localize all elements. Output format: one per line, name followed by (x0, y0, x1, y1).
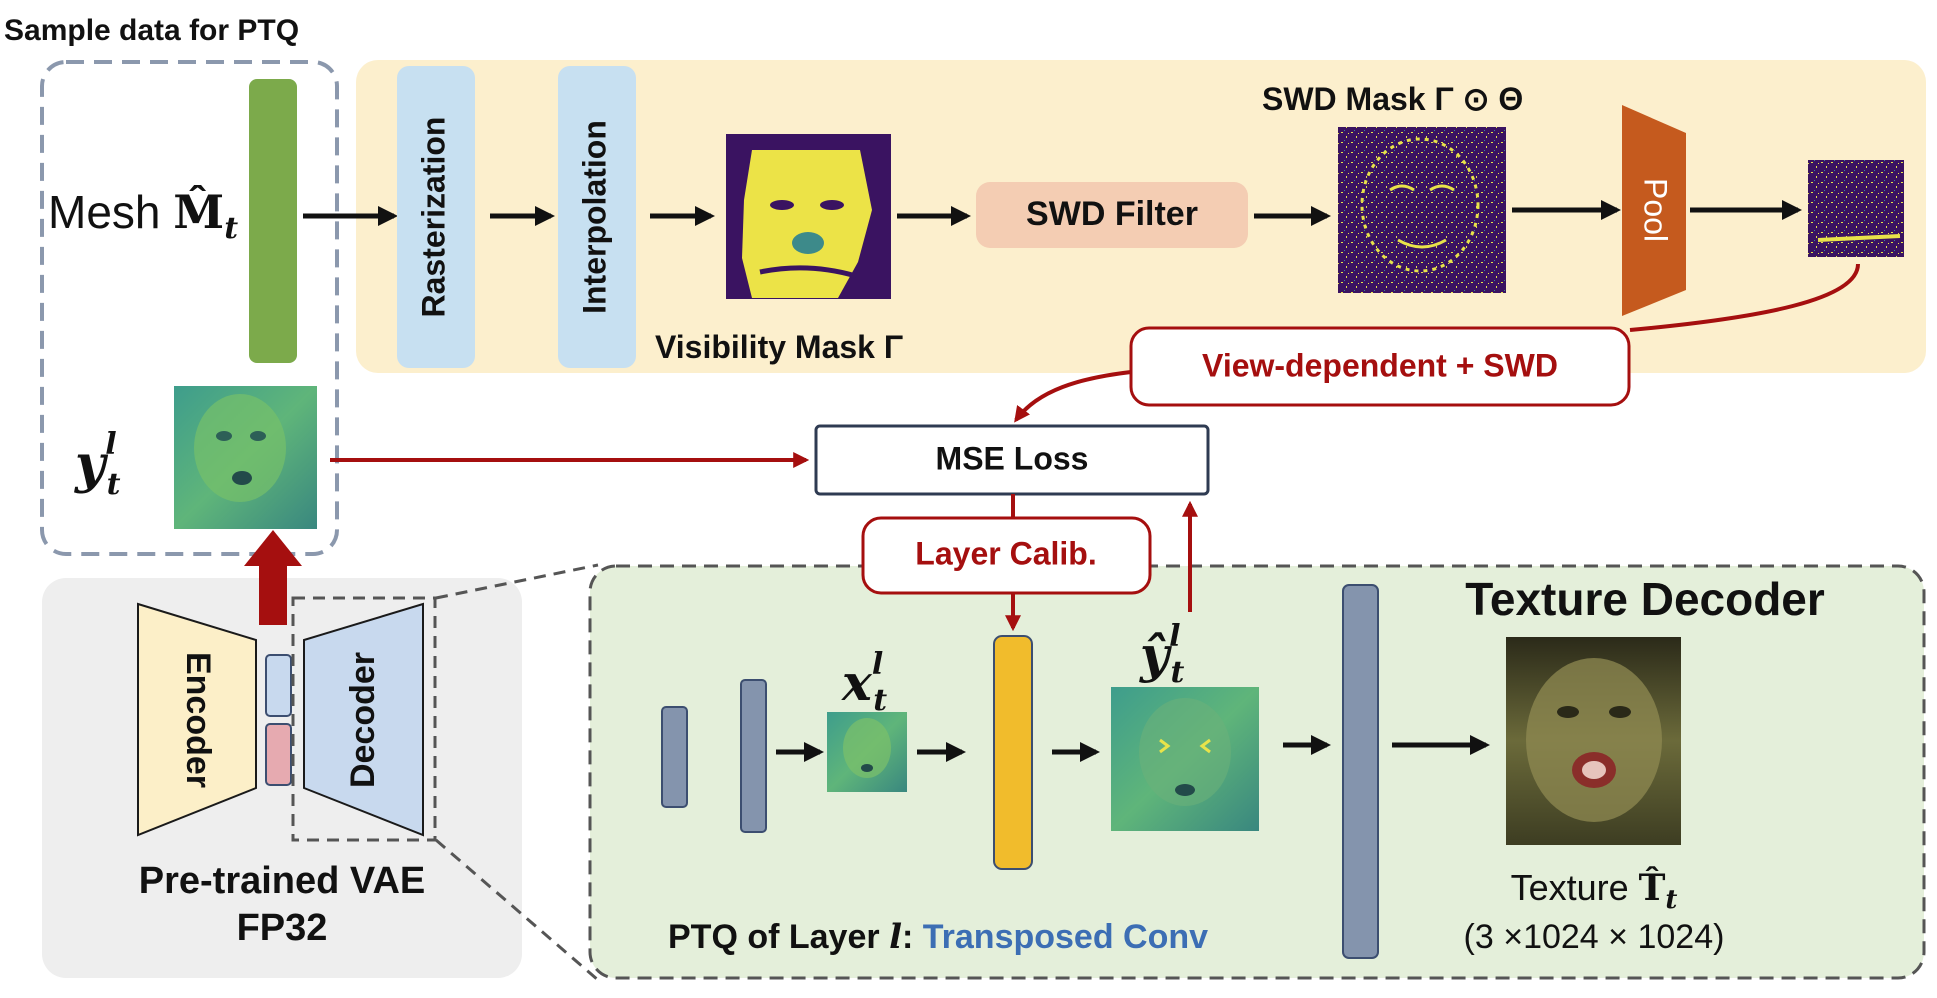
rasterization-label: Rasterization (415, 117, 451, 318)
mse-loss-label: MSE Loss (936, 440, 1089, 476)
layer-calib-label: Layer Calib. (915, 535, 1096, 571)
vae-caption-line1: Pre-trained VAE (139, 860, 425, 902)
latent-box-blue (265, 654, 292, 717)
view-dependent-label: View-dependent + SWD (1202, 347, 1558, 383)
texture-output-image (1506, 637, 1681, 845)
swd-filter-label: SWD Filter (1026, 195, 1198, 233)
encoder-label: Encoder (179, 652, 217, 788)
texture-dimensions: (3 ×1024 × 1024) (1464, 918, 1725, 956)
y-target-face-image (174, 386, 317, 529)
decoder-label: Decoder (344, 652, 382, 788)
ptq-caption: PTQ of Layer l: Transposed Conv (668, 917, 1208, 957)
visibility-mask-image (726, 134, 891, 299)
transposed-conv-layer-bar (993, 635, 1033, 870)
zoom-line-top (435, 563, 599, 600)
decoder-highlight-box (291, 596, 437, 842)
texture-decoder-title: Texture Decoder (1465, 573, 1825, 625)
visibility-mask-label: Visibility Mask Γ (655, 329, 903, 365)
swd-mask-label: SWD Mask Γ ⊙ Θ (1262, 81, 1523, 117)
x-input-face-image (827, 712, 907, 792)
pool-block (1622, 105, 1686, 316)
curve-pooled-to-viewdep (1629, 263, 1860, 332)
red-up-arrow-shaft (259, 565, 287, 625)
swd-mask-image (1338, 127, 1506, 293)
vae-caption-line2: FP32 (237, 907, 328, 949)
mesh-label: Mesh M̂t (48, 185, 238, 246)
mesh-green-bar (249, 79, 297, 363)
layer-bar-medium (740, 679, 767, 833)
pool-label: Pool (1638, 178, 1674, 242)
y-hat-face-image (1111, 687, 1259, 831)
rasterization-box (397, 66, 475, 368)
zoom-line-bottom (435, 838, 599, 982)
layer-bar-small (661, 706, 688, 808)
decoder-block (303, 602, 424, 837)
red-up-arrow-head (244, 530, 302, 566)
view-dependent-box (1129, 326, 1631, 407)
sample-data-box (40, 60, 339, 556)
decoder-tail-bar (1342, 584, 1379, 959)
pooled-mask-image (1808, 160, 1904, 257)
texture-output-label: Texture T̂t (1511, 866, 1678, 915)
swd-filter-box (976, 182, 1248, 248)
interpolation-label: Interpolation (576, 120, 612, 314)
arrow-viewdep-to-mse (1014, 370, 1132, 423)
layer-calib-box (861, 516, 1152, 595)
interpolation-box (558, 66, 636, 368)
encoder-block (137, 602, 257, 837)
diagram-title: Sample data for PTQ (4, 14, 299, 47)
latent-box-red (265, 723, 292, 786)
